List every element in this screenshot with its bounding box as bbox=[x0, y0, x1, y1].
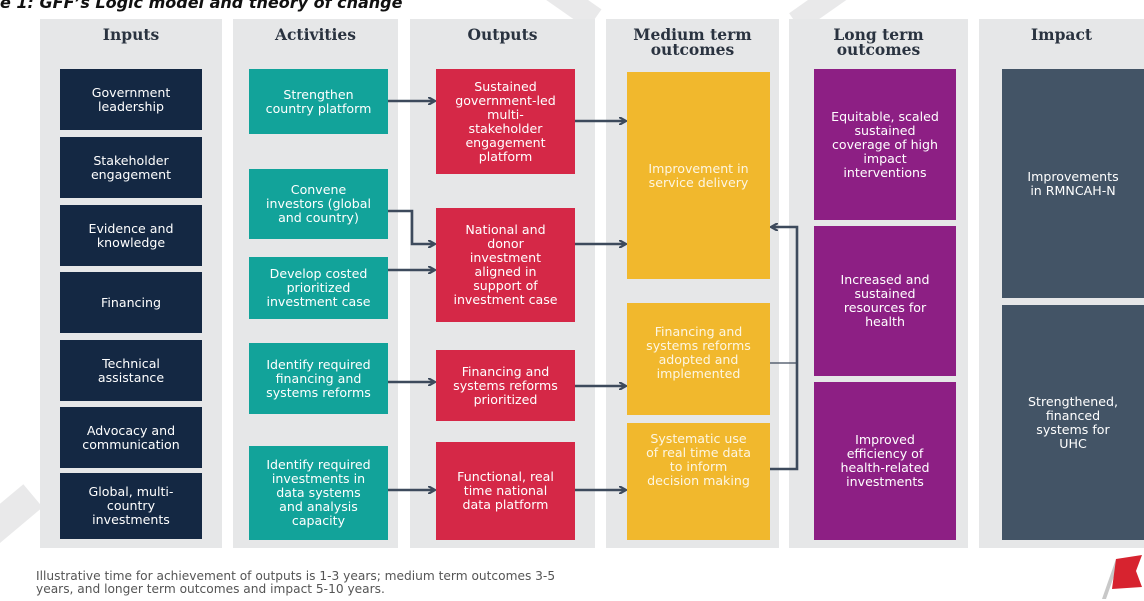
activity-box: Strengthen country platform bbox=[249, 69, 388, 134]
activity-box: Identify required investments in data sy… bbox=[249, 446, 388, 540]
column-header-outputs: Outputs bbox=[467, 25, 538, 44]
column-header-impact: Impact bbox=[1030, 25, 1093, 44]
long-outcome-box: Increased and sustained resources for he… bbox=[814, 226, 956, 376]
long-outcome-box: Equitable, scaled sustained coverage of … bbox=[814, 69, 956, 220]
output-box: Sustained government-led multi- stakehol… bbox=[436, 69, 575, 174]
output-box: Functional, real time national data plat… bbox=[436, 442, 575, 540]
column-header-medium-outcomes: Medium term outcomes bbox=[633, 25, 752, 59]
activity-box: Convene investors (global and country) bbox=[249, 169, 388, 239]
impact-box: Improvements in RMNCAH-N bbox=[1002, 69, 1144, 298]
footnote: Illustrative time for achievement of out… bbox=[36, 569, 556, 596]
input-box: Financing bbox=[60, 272, 202, 333]
long-outcome-box: Improved efficiency of health-related in… bbox=[814, 382, 956, 540]
column-header-inputs: Inputs bbox=[102, 25, 160, 44]
input-box: Global, multi- country investments bbox=[60, 473, 202, 539]
activity-box: Develop costed prioritized investment ca… bbox=[249, 257, 388, 319]
column-header-long-outcomes: Long term outcomes bbox=[833, 25, 924, 59]
column-header-activities: Activities bbox=[274, 25, 357, 44]
input-box: Stakeholder engagement bbox=[60, 137, 202, 198]
figure-title: e 1: GFF’s Logic model and theory of cha… bbox=[0, 0, 403, 12]
activity-box: Identify required financing and systems … bbox=[249, 343, 388, 414]
medium-outcome-box: Financing and systems reforms adopted an… bbox=[627, 303, 770, 415]
arrow-activity-to-output bbox=[388, 209, 434, 244]
input-box: Government leadership bbox=[60, 69, 202, 130]
medium-outcome-box: Systematic use of real time data to info… bbox=[627, 423, 770, 540]
medium-outcome-box: Improvement in service delivery bbox=[627, 72, 770, 279]
input-box: Evidence and knowledge bbox=[60, 205, 202, 266]
feedback-arrow bbox=[770, 227, 799, 471]
output-box: Financing and systems reforms prioritize… bbox=[436, 350, 575, 421]
input-box: Technical assistance bbox=[60, 340, 202, 401]
output-box: National and donor investment aligned in… bbox=[436, 208, 575, 322]
impact-box: Strengthened, financed systems for UHC bbox=[1002, 305, 1144, 540]
input-box: Advocacy and communication bbox=[60, 407, 202, 468]
flag-icon bbox=[1102, 555, 1142, 599]
